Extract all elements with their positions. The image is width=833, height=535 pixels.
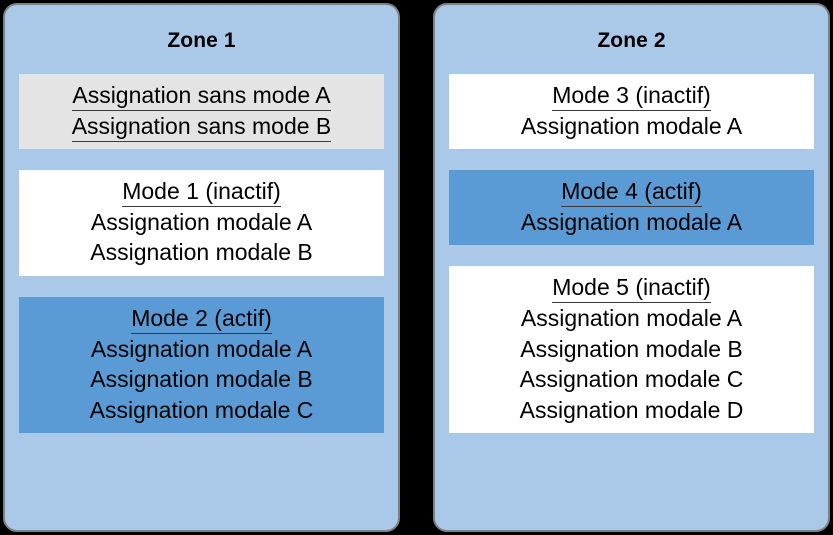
panel-header-label: Mode 2 (actif) (131, 304, 272, 334)
assignment-row: Assignation sans mode B (27, 111, 376, 142)
panel-header-mode-3: Mode 3 (inactif) (457, 80, 806, 112)
assignment-row: Assignation modale A (520, 304, 743, 331)
assignment-row: Assignation modale A (520, 112, 743, 139)
panel-mode-1[interactable]: Mode 1 (inactif) Assignation modale A As… (19, 170, 384, 276)
panel-mode-3[interactable]: Mode 3 (inactif) Assignation modale A (449, 74, 814, 150)
assignment-row: Assignation modale D (519, 396, 744, 423)
panel-header-mode-1: Mode 1 (inactif) (27, 176, 376, 208)
assignment-row: Assignation modale C (519, 366, 744, 393)
assignment-row: Assignation modale A (520, 208, 743, 235)
zone-title-2: Zone 2 (597, 29, 666, 52)
zone-title-1: Zone 1 (167, 29, 236, 52)
assignment-row: Assignation modale B (90, 366, 313, 393)
panel-mode-4[interactable]: Mode 4 (actif) Assignation modale A (449, 170, 814, 246)
assignment-row: Assignation modale B (520, 335, 743, 362)
assignment-label: Assignation sans mode B (71, 112, 332, 142)
zone-body-2: Mode 3 (inactif) Assignation modale A Mo… (435, 74, 828, 454)
assignment-row: Assignation modale A (90, 335, 313, 362)
zone-separator (400, 0, 433, 535)
panel-header-label: Mode 1 (inactif) (122, 178, 281, 208)
assignment-label: Assignation sans mode A (72, 82, 331, 112)
assignment-row: Assignation modale A (90, 208, 313, 235)
zone-body-1: Assignation sans mode A Assignation sans… (5, 74, 398, 454)
assignment-row: Assignation sans mode A (27, 80, 376, 112)
panel-header-label: Mode 4 (actif) (561, 178, 702, 208)
panel-mode-2[interactable]: Mode 2 (actif) Assignation modale A Assi… (19, 296, 384, 434)
panel-mode-5[interactable]: Mode 5 (inactif) Assignation modale A As… (449, 266, 814, 434)
zone-card-1[interactable]: Zone 1 Assignation sans mode A Assignati… (3, 3, 400, 532)
panel-header-mode-5: Mode 5 (inactif) (457, 272, 806, 304)
panel-no-mode-zone-1[interactable]: Assignation sans mode A Assignation sans… (19, 74, 384, 150)
zone-card-2[interactable]: Zone 2 Mode 3 (inactif) Assignation moda… (433, 3, 830, 532)
panel-header-mode-2: Mode 2 (actif) (27, 303, 376, 334)
panel-header-label: Mode 3 (inactif) (552, 82, 711, 112)
panel-header-mode-4: Mode 4 (actif) (457, 176, 806, 208)
assignment-row: Assignation modale C (89, 396, 314, 423)
assignment-row: Assignation modale B (90, 239, 313, 266)
panel-header-label: Mode 5 (inactif) (552, 274, 711, 304)
